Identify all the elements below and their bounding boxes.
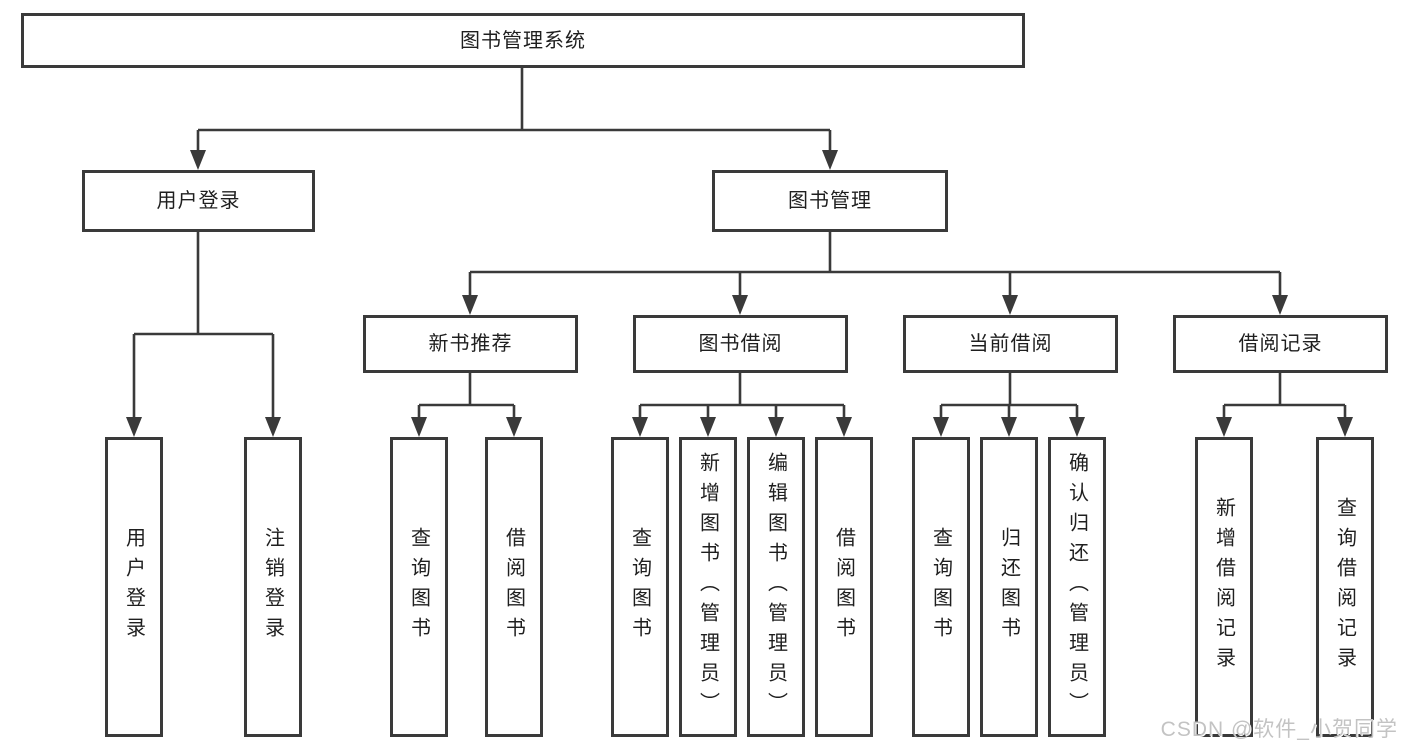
leaf-query-borrow-record: 查询借阅记录 bbox=[1316, 437, 1374, 737]
edge-current-to-leaves bbox=[939, 373, 1079, 419]
edge-records-to-leaves bbox=[1222, 373, 1347, 419]
leaf-add-books-admin: 新增图书（管理员） bbox=[679, 437, 737, 737]
node-book-management: 图书管理 bbox=[712, 170, 948, 232]
node-new-book-recommend: 新书推荐 bbox=[363, 315, 578, 373]
node-library-system: 图书管理系统 bbox=[21, 13, 1025, 68]
leaf-recommend-borrow-books: 借阅图书 bbox=[485, 437, 543, 737]
leaf-current-query-books: 查询图书 bbox=[912, 437, 970, 737]
leaf-return-books: 归还图书 bbox=[980, 437, 1038, 737]
edge-borrow-to-leaves bbox=[638, 373, 846, 419]
csdn-watermark: CSDN @软件_小贺同学 bbox=[1160, 718, 1398, 741]
node-current-borrow: 当前借阅 bbox=[903, 315, 1118, 373]
node-book-borrow: 图书借阅 bbox=[633, 315, 848, 373]
edge-book-mgmt-to-level3 bbox=[468, 232, 1282, 297]
node-borrow-records: 借阅记录 bbox=[1173, 315, 1388, 373]
node-user-login: 用户登录 bbox=[82, 170, 315, 232]
leaf-add-borrow-record: 新增借阅记录 bbox=[1195, 437, 1253, 737]
leaf-user-login: 用户登录 bbox=[105, 437, 163, 737]
leaf-edit-books-admin: 编辑图书（管理员） bbox=[747, 437, 805, 737]
edge-recommend-to-leaves bbox=[417, 373, 516, 419]
edge-user-login-to-leaves bbox=[132, 232, 275, 419]
leaf-confirm-return-admin: 确认归还（管理员） bbox=[1048, 437, 1106, 737]
leaf-logout: 注销登录 bbox=[244, 437, 302, 737]
leaf-borrow-query-books: 查询图书 bbox=[611, 437, 669, 737]
edge-root-to-level2 bbox=[196, 68, 832, 152]
leaf-borrow-books: 借阅图书 bbox=[815, 437, 873, 737]
leaf-recommend-query-books: 查询图书 bbox=[390, 437, 448, 737]
